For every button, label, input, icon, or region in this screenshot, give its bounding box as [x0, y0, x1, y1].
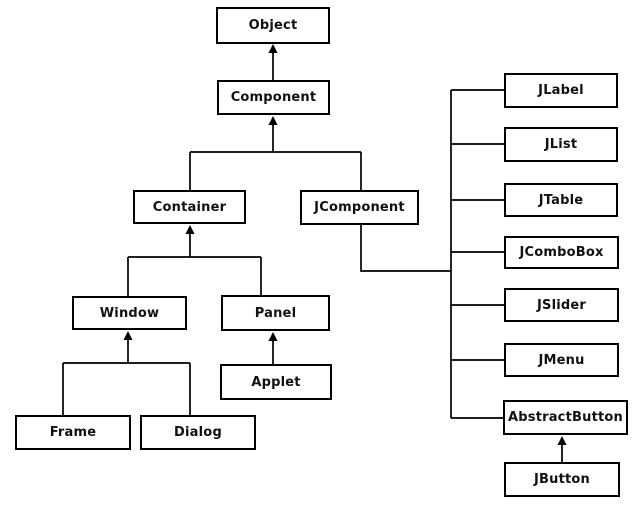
node-container: Container — [133, 190, 246, 224]
node-jlist: JList — [504, 127, 618, 162]
node-applet: Applet — [220, 364, 332, 400]
node-component: Component — [217, 80, 330, 115]
node-frame: Frame — [15, 415, 131, 450]
node-dialog: Dialog — [140, 415, 256, 450]
node-jlabel: JLabel — [504, 73, 618, 108]
arrowhead-abstractbutton — [557, 436, 567, 445]
node-jcombobox: JComboBox — [504, 236, 619, 269]
edge-branch-component — [189, 124, 362, 190]
node-jmenu: JMenu — [504, 343, 619, 377]
node-jcomponent: JComponent — [300, 190, 419, 225]
edge-jcomponent-spine — [360, 89, 504, 419]
node-jtable: JTable — [504, 183, 618, 217]
node-object: Object — [216, 7, 330, 44]
edge-branch-container — [127, 233, 262, 296]
arrowhead-object — [268, 44, 278, 53]
node-jbutton: JButton — [504, 462, 620, 497]
arrowhead-container — [185, 225, 195, 234]
node-jslider: JSlider — [504, 288, 619, 322]
arrowhead-panel — [268, 332, 278, 341]
node-panel: Panel — [221, 295, 330, 331]
node-abstractbutton: AbstractButton — [503, 400, 628, 435]
arrowhead-component — [268, 116, 278, 125]
node-window: Window — [72, 296, 187, 330]
edge-branch-window — [62, 339, 191, 415]
arrowhead-window — [123, 331, 133, 340]
